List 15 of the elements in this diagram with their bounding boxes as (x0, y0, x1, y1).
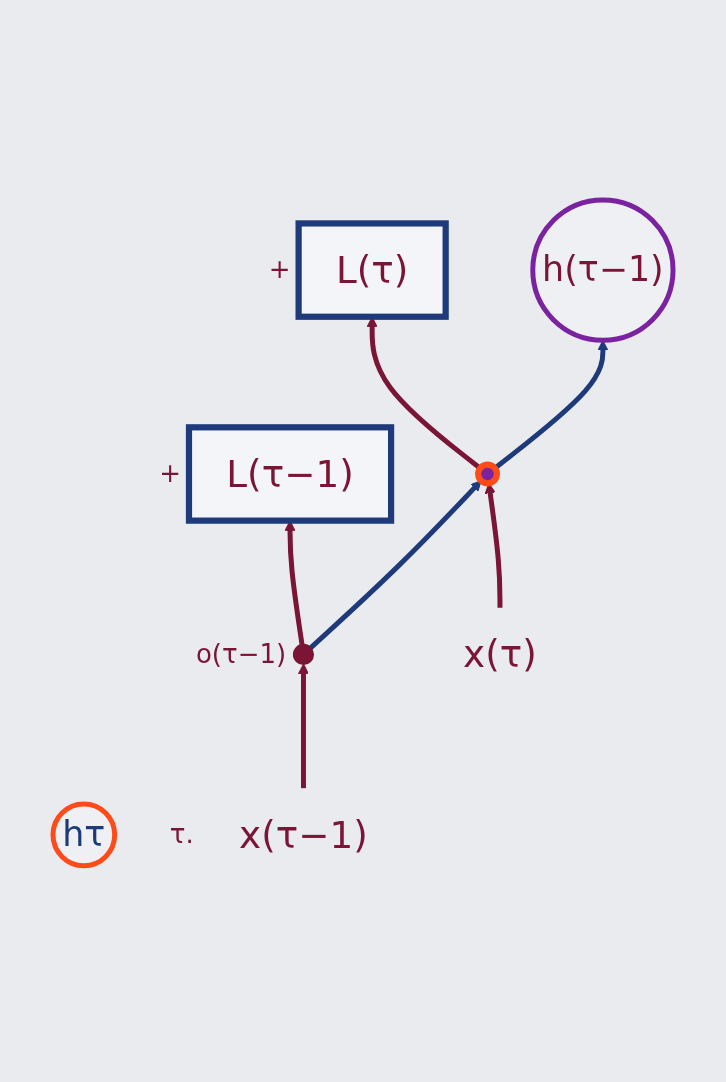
node-text: x(τ−1) (239, 813, 368, 857)
node-box: L(τ) (295, 220, 449, 321)
side-note: + (268, 254, 291, 285)
output-label: o(τ−1) (195, 638, 287, 669)
node-text: x(τ) (463, 632, 537, 677)
arrow (484, 483, 503, 608)
node-circle: h(τ−1) (530, 197, 676, 343)
side-note: τ. (169, 819, 194, 850)
node-circle (292, 644, 315, 666)
node-circle: hτ (50, 801, 118, 869)
arrow (298, 663, 309, 789)
node-box: L(τ−1) (185, 424, 395, 525)
arrow (308, 480, 482, 651)
node-circle (475, 461, 500, 487)
side-note: + (159, 458, 181, 489)
